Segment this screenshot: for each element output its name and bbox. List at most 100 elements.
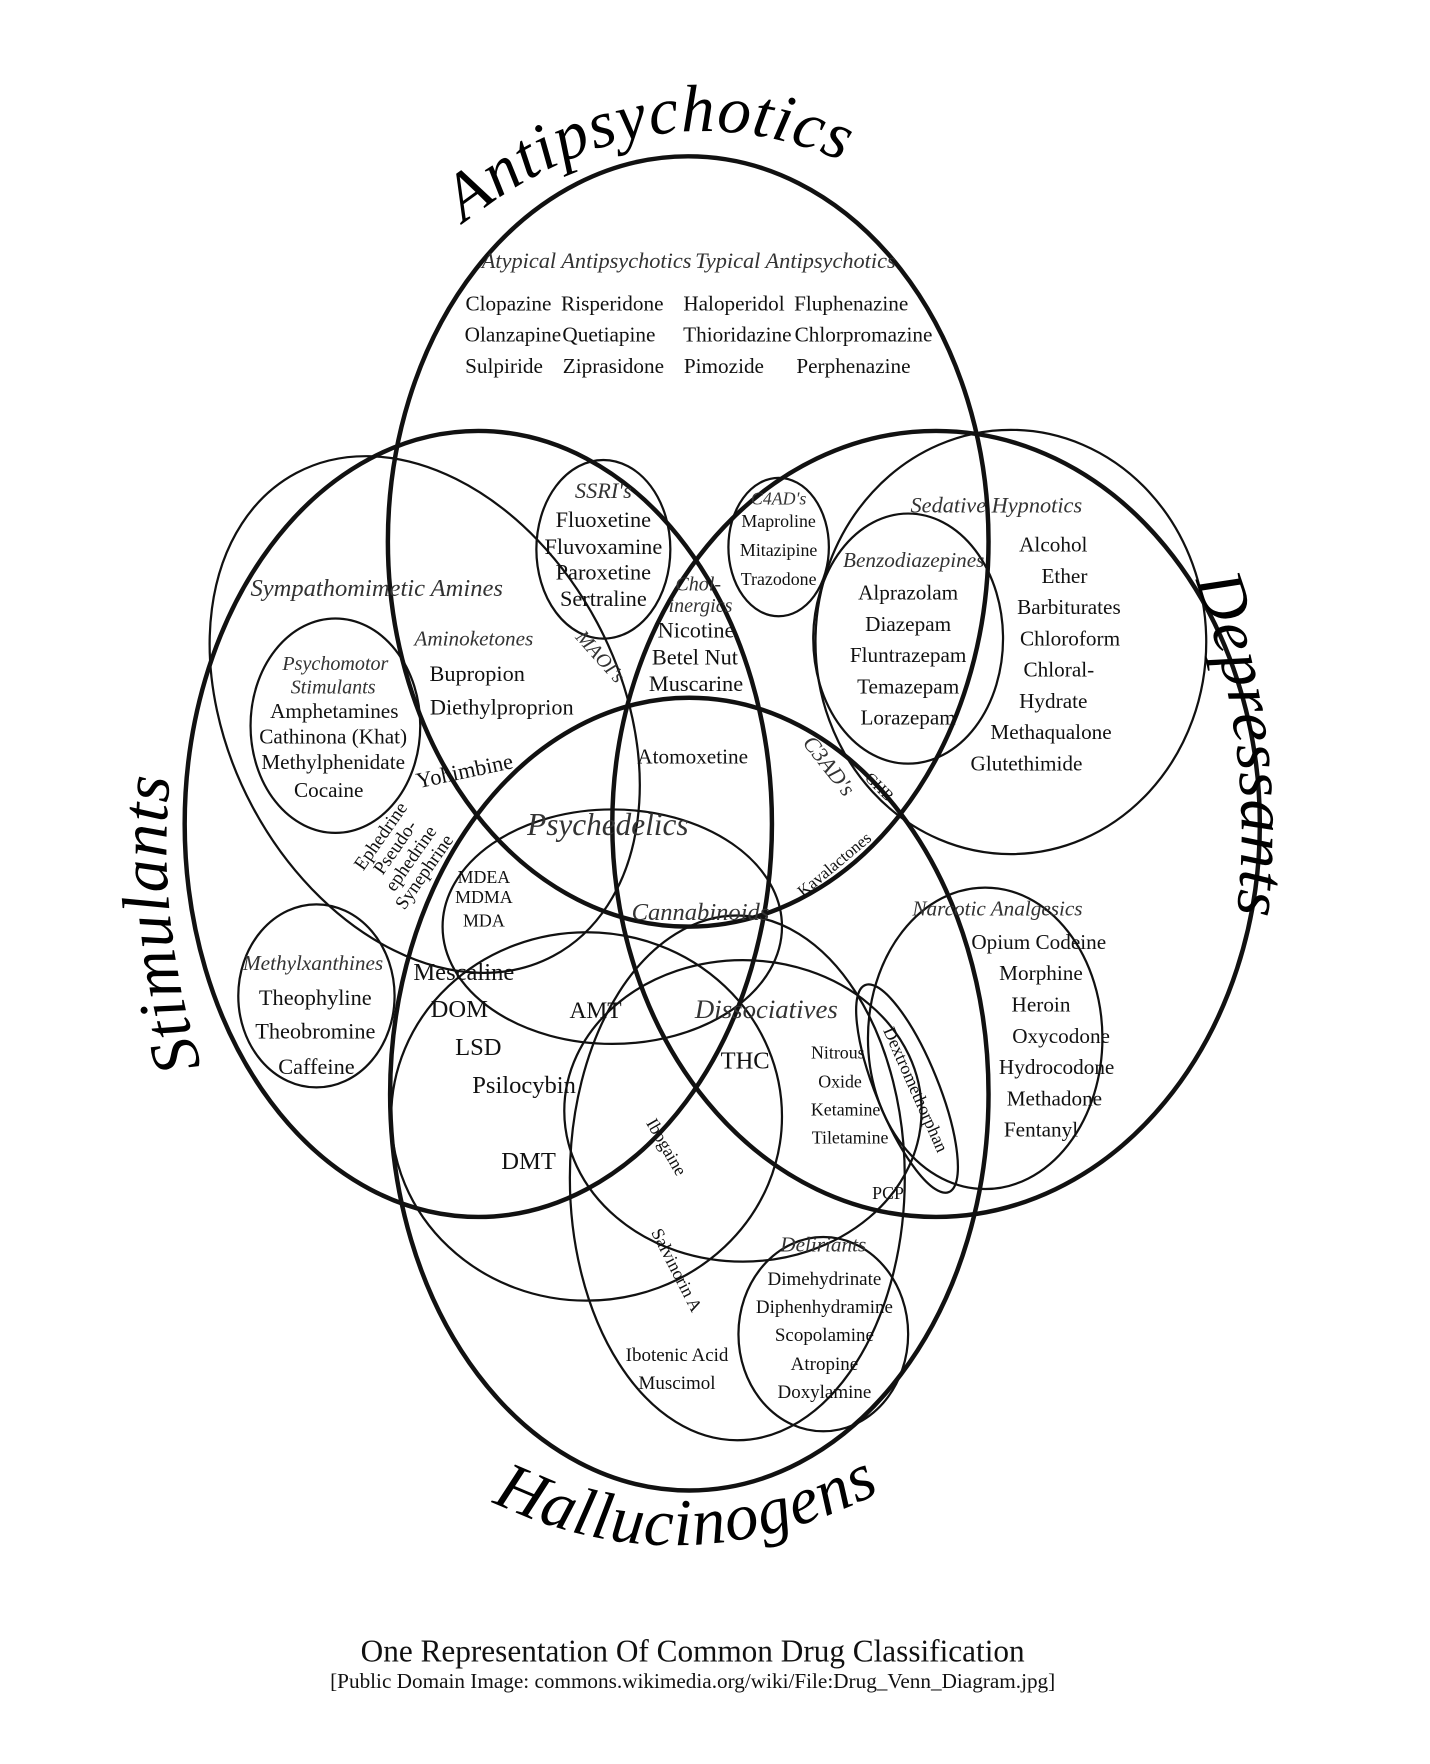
narcotic-circle — [866, 886, 1104, 1191]
narcotic-title: Narcotic Analgesics — [911, 896, 1082, 920]
drug-label: Hydrocodone — [999, 1055, 1114, 1079]
psychedelic-inner-circle — [390, 931, 784, 1302]
drug-label: Cathinona (Khat) — [259, 725, 407, 749]
drug-label: Scopolamine — [775, 1325, 874, 1346]
drug-label: Chol- — [675, 574, 721, 596]
drug-label: Diphenhydramine — [756, 1297, 893, 1318]
drug-label: Ibotenic Acid — [626, 1345, 729, 1366]
drug-label: Fentanyl — [1004, 1118, 1078, 1142]
aminoketones-title: Aminoketones — [412, 626, 533, 650]
drug-label: MDMA — [455, 887, 513, 907]
methylxanthines-title: Methylxanthines — [242, 951, 383, 975]
drug-label: Nitrous — [811, 1042, 865, 1062]
drug-label: Quetiapine — [562, 323, 655, 347]
drug-label: Salvinorin A — [647, 1225, 706, 1315]
drug-label: Oxycodone — [1012, 1024, 1110, 1048]
drug-label: Haloperidol — [683, 291, 784, 315]
drug-label: Mescaline — [413, 959, 514, 986]
hallucinogens-circle — [387, 695, 991, 1493]
deliriants-circle — [737, 1235, 910, 1433]
drug-label: Cocaine — [294, 778, 363, 802]
drug-label: Maproline — [741, 511, 815, 531]
drug-label: Muscarine — [649, 671, 743, 696]
drug-label: Ether — [1041, 564, 1087, 588]
dissociatives-circle — [563, 959, 923, 1263]
benzodiazepines-circle — [812, 512, 1005, 765]
stimulants-label: Stimulants — [107, 771, 215, 1083]
deliriants-title: Deliriants — [779, 1233, 866, 1257]
ssri-title: SSRI's — [575, 478, 632, 503]
drug-label: Temazepam — [857, 674, 960, 698]
drug-label: Barbiturates — [1017, 595, 1121, 619]
drug-label: DMT — [501, 1148, 556, 1175]
drug-label: inergics — [669, 595, 733, 617]
dissociatives-title: Dissociatives — [694, 994, 838, 1024]
drug-label: Opium Codeine — [971, 930, 1106, 954]
drug-label: MDA — [463, 911, 505, 931]
drug-label: Nicotine — [658, 617, 735, 642]
c4ad-title: C4AD's — [751, 489, 806, 509]
atypical-title: Atypical Antipsychotics — [480, 248, 692, 273]
drug-label: Chlorpromazine — [795, 323, 933, 347]
drug-label: Theobromine — [255, 1018, 375, 1043]
c4ad-circle — [727, 476, 830, 618]
depressants-circle — [610, 428, 1263, 1220]
drug-label: Diazepam — [865, 612, 951, 636]
caption-title: One Representation Of Common Drug Classi… — [361, 1633, 1025, 1668]
drug-label: Mitazipine — [740, 540, 817, 560]
hallucinogens-label: Hallucinogens — [485, 1438, 888, 1560]
drug-label: Doxylamine — [778, 1382, 872, 1403]
drug-label: Bupropion — [429, 661, 524, 686]
drug-label: Sulpiride — [465, 354, 543, 378]
psychomotor-circle — [249, 617, 422, 834]
drug-label: AMT — [569, 998, 621, 1024]
drug-label: Chloral- — [1024, 658, 1095, 682]
drug-label: Morphine — [999, 961, 1083, 985]
drug-label: Methaqualone — [990, 720, 1111, 744]
drug-label: Perphenazine — [796, 354, 910, 378]
methylxanthines-circle — [237, 903, 396, 1089]
drug-label: Paroxetine — [556, 559, 652, 584]
drug-label: Caffeine — [278, 1054, 355, 1079]
drug-label: Risperidone — [561, 291, 663, 315]
antipsychotics-label: Antipsychotics — [426, 72, 866, 237]
drug-label: Amphetamines — [270, 699, 398, 723]
ibogaine-circle — [568, 914, 906, 1442]
drug-label: Oxide — [818, 1071, 862, 1091]
benzodiazepines-title: Benzodiazepines — [843, 548, 984, 572]
caption-source: [Public Domain Image: commons.wikimedia.… — [330, 1669, 1055, 1693]
sedative-circle — [814, 428, 1208, 856]
drug-label: Pimozide — [684, 354, 764, 378]
drug-label: Stimulants — [291, 676, 376, 698]
dextromethorphan-circle — [855, 983, 960, 1194]
drug-label: Lorazepam — [860, 706, 956, 730]
stimulants-circle — [182, 428, 775, 1220]
ssri-circle — [535, 458, 672, 640]
drug-label: Alcohol — [1019, 533, 1087, 557]
drug-label: Ziprasidone — [563, 354, 664, 378]
drug-label: Dimehydrinate — [768, 1269, 882, 1290]
drug-label: Diethylproprion — [430, 695, 574, 720]
drug-label: Fluoxetine — [556, 507, 652, 532]
sympathomimetic-title: Sympathomimetic Amines — [250, 575, 502, 602]
drug-label: Sertraline — [560, 586, 647, 611]
drug-label: Muscimol — [639, 1373, 716, 1394]
drug-label: LSD — [455, 1034, 501, 1061]
drug-label: Psychomotor — [281, 653, 388, 675]
drug-label: Fluvoxamine — [544, 534, 662, 559]
drug-label: Olanzapine — [465, 323, 562, 347]
drug-label: THC — [721, 1047, 770, 1074]
psychedelics-circle — [441, 808, 784, 1046]
drug-label: Glutethimide — [971, 751, 1083, 775]
drug-label: Methadone — [1007, 1086, 1102, 1110]
drug-label: Atropine — [791, 1354, 858, 1375]
sedative-title: Sedative Hypnotics — [911, 492, 1083, 517]
drug-label: Fluphenazine — [794, 291, 908, 315]
drug-label: Chloroform — [1020, 626, 1121, 650]
drug-label: Kavalactones — [794, 828, 875, 900]
drug-label: PCP — [872, 1183, 904, 1203]
drug-label: Ketamine — [811, 1099, 880, 1119]
drug-label: Hydrate — [1019, 689, 1087, 713]
cannabinoids-title: Cannabinoids — [632, 899, 770, 926]
